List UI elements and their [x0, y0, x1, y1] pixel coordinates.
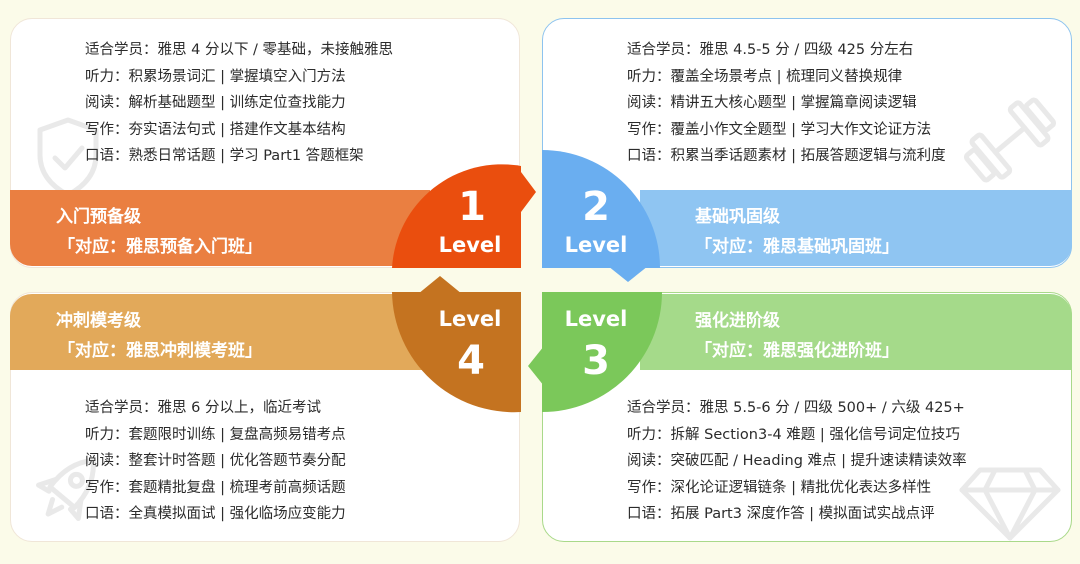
- level-4-band: 冲刺模考级 「对应：雅思冲刺模考班」: [10, 294, 430, 370]
- level-4-title: 冲刺模考级: [56, 311, 141, 331]
- level-4-word: Level: [439, 307, 502, 331]
- diamond-icon: [959, 467, 1061, 541]
- level-2-badge: 2 Level: [542, 150, 660, 282]
- level-4-details: 适合学员：雅思 6 分以上，临近考试 听力：套题限时训练 | 复盘高频易错考点 …: [85, 395, 346, 528]
- detail-line: 适合学员：雅思 6 分以上，临近考试: [85, 400, 321, 416]
- level-1-title: 入门预备级: [56, 207, 141, 227]
- detail-line: 适合学员：雅思 4.5-5 分 / 四级 425 分左右: [627, 42, 914, 58]
- detail-line: 阅读：突破匹配 / Heading 难点 | 提升速读精读效率: [627, 453, 967, 469]
- detail-line: 听力：覆盖全场景考点 | 梳理同义替换规律: [627, 68, 903, 85]
- level-3-word: Level: [565, 307, 628, 331]
- detail-line: 口语：拓展 Part3 深度作答 | 模拟面试实战点评: [627, 506, 935, 522]
- level-4-course: 「对应：雅思冲刺模考班」: [58, 341, 262, 361]
- level-1-word: Level: [439, 233, 502, 257]
- detail-line: 写作：夯实语法句式 | 搭建作文基本结构: [85, 121, 346, 138]
- rocket-icon: [36, 457, 96, 522]
- detail-line: 听力：套题限时训练 | 复盘高频易错考点: [85, 426, 346, 443]
- level-4-number: 4: [457, 338, 485, 384]
- level-3-course: 「对应：雅思强化进阶班」: [695, 341, 899, 361]
- level-2-number: 2: [582, 184, 610, 230]
- detail-line: 写作：套题精批复盘 | 梳理考前高频话题: [85, 479, 346, 496]
- detail-line: 听力：拆解 Section3-4 难题 | 强化信号词定位技巧: [627, 426, 960, 443]
- level-3-title: 强化进阶级: [695, 311, 780, 331]
- detail-line: 口语：积累当季话题素材 | 拓展答题逻辑与流利度: [627, 148, 946, 164]
- detail-line: 阅读：解析基础题型 | 训练定位查找能力: [85, 95, 346, 111]
- level-4-badge: Level 4: [392, 276, 521, 413]
- detail-line: 口语：全真模拟面试 | 强化临场应变能力: [85, 506, 346, 522]
- level-3-details: 适合学员：雅思 5.5-6 分 / 四级 500+ / 六级 425+ 听力：拆…: [627, 395, 967, 528]
- dumbbell-icon: [963, 97, 1057, 183]
- detail-line: 写作：覆盖小作文全题型 | 学习大作文论证方法: [627, 121, 932, 138]
- detail-line: 口语：熟悉日常话题 | 学习 Part1 答题框架: [85, 148, 364, 164]
- level-2-title: 基础巩固级: [695, 207, 780, 227]
- detail-line: 阅读：精讲五大核心题型 | 掌握篇章阅读逻辑: [627, 95, 917, 111]
- level-3-band: 强化进阶级 「对应：雅思强化进阶班」: [640, 294, 1072, 370]
- level-2-details: 适合学员：雅思 4.5-5 分 / 四级 425 分左右 听力：覆盖全场景考点 …: [627, 37, 946, 170]
- detail-line: 写作：深化论证逻辑链条 | 精批优化表达多样性: [627, 479, 932, 496]
- detail-line: 适合学员：雅思 4 分以下 / 零基础，未接触雅思: [85, 42, 394, 58]
- level-1-details: 适合学员：雅思 4 分以下 / 零基础，未接触雅思 听力：积累场景词汇 | 掌握…: [85, 37, 393, 170]
- level-3-number: 3: [582, 338, 610, 384]
- detail-line: 阅读：整套计时答题 | 优化答题节奏分配: [85, 453, 346, 469]
- level-3-badge: Level 3: [528, 292, 662, 412]
- detail-line: 听力：积累场景词汇 | 掌握填空入门方法: [85, 68, 346, 85]
- level-2-course: 「对应：雅思基础巩固班」: [695, 237, 899, 257]
- level-1-band: 入门预备级 「对应：雅思预备入门班」: [10, 190, 430, 266]
- detail-line: 适合学员：雅思 5.5-6 分 / 四级 500+ / 六级 425+: [627, 400, 965, 416]
- level-1-badge: 1 Level: [392, 164, 536, 268]
- level-2-word: Level: [565, 233, 628, 257]
- level-1-course: 「对应：雅思预备入门班」: [58, 237, 262, 257]
- level-1-number: 1: [458, 184, 486, 230]
- level-2-band: 基础巩固级 「对应：雅思基础巩固班」: [640, 190, 1072, 266]
